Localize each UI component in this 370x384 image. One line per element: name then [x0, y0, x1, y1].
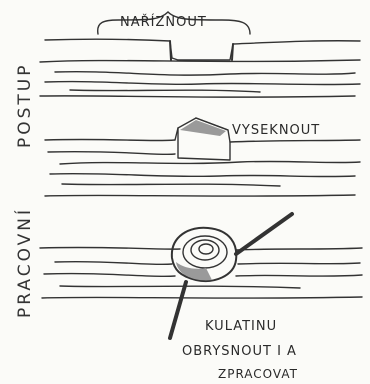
side-label-pracovni: PRACOVNÍ	[13, 207, 35, 318]
step-2-label: VYSEKNOUT	[232, 123, 320, 138]
step-3-label-line-3: ZPRACOVAT	[218, 367, 298, 381]
step-1-label: NAŘÍZNOUT	[120, 14, 207, 30]
side-label-postup: POSTUP	[15, 62, 35, 148]
step-3-label-line-2: OBRYSNOUT I A	[182, 344, 297, 359]
step-3-label-line-1: KULATINU	[205, 319, 277, 334]
step-3-knot-shade	[176, 262, 212, 280]
